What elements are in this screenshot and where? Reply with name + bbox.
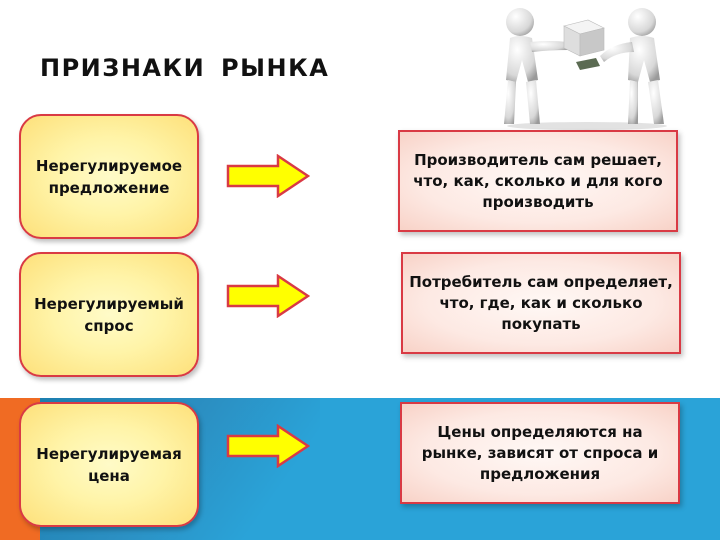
right-arrow-icon [226, 424, 310, 468]
description-box-prices: Цены определяются на рынке, зависят от с… [400, 402, 680, 504]
right-arrow-icon [226, 154, 310, 198]
slide-title: ПРИЗНАКИ РЫНКА [40, 54, 330, 82]
trade-figures-illustration [504, 8, 667, 130]
description-box-consumer: Потребитель сам определяет, что, где, ка… [401, 252, 681, 354]
feature-box-demand: Нерегулируемый спрос [19, 252, 199, 377]
feature-box-supply: Нерегулируемое предложение [19, 114, 199, 239]
description-box-producer: Производитель сам решает, что, как, скол… [398, 130, 678, 232]
right-arrow-icon [226, 274, 310, 318]
feature-box-price: Нерегулируемая цена [19, 402, 199, 527]
